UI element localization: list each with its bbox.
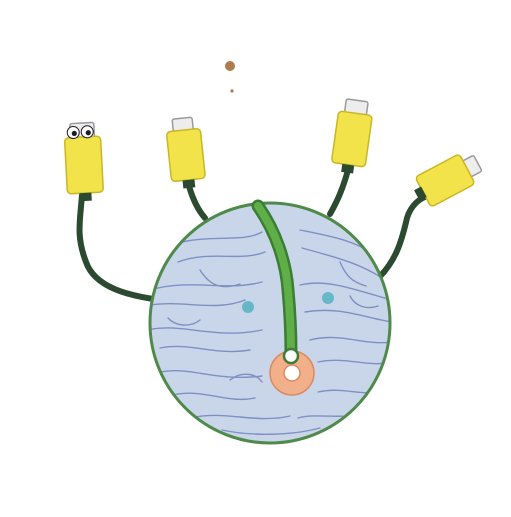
usb-plug-collar bbox=[182, 179, 196, 189]
cable-center-left bbox=[186, 183, 208, 221]
cable-ball bbox=[148, 201, 392, 445]
tangle-line bbox=[167, 317, 201, 326]
tangle-line bbox=[339, 261, 367, 287]
speck-small bbox=[230, 89, 234, 93]
usb-plug-body bbox=[166, 128, 206, 182]
tangle-line bbox=[159, 345, 251, 353]
right-eye bbox=[322, 292, 334, 304]
usb-plug-collar bbox=[414, 186, 427, 201]
tangle-line bbox=[221, 427, 321, 435]
mouth-ring-inner bbox=[283, 364, 301, 382]
green-cable-core bbox=[254, 202, 295, 358]
tangle-line bbox=[229, 373, 263, 383]
green-cable bbox=[251, 199, 298, 361]
green-cable-end bbox=[282, 347, 300, 365]
specks bbox=[225, 61, 235, 93]
tangle-line bbox=[171, 392, 256, 401]
tangle-line bbox=[349, 295, 379, 309]
usb-plug-body bbox=[331, 110, 373, 168]
tangle-line bbox=[309, 336, 390, 344]
left-eye bbox=[242, 301, 254, 313]
usb-plug-far-left bbox=[63, 121, 104, 202]
tangle-line bbox=[159, 369, 263, 379]
tangle-line bbox=[189, 414, 291, 420]
usb-plug-collar bbox=[341, 163, 355, 174]
tangle-line bbox=[150, 327, 263, 334]
usb-plug-center-right bbox=[331, 98, 373, 174]
speck-large bbox=[225, 61, 235, 71]
ball-body bbox=[150, 203, 390, 443]
cable-center-right bbox=[327, 167, 351, 217]
face-eyes bbox=[242, 292, 334, 313]
googly-eyes-icon bbox=[66, 125, 94, 140]
ball-outline bbox=[148, 201, 392, 445]
cable-far-left bbox=[76, 192, 163, 303]
usb-plug-collar bbox=[79, 192, 92, 202]
mouth-ring bbox=[269, 347, 315, 396]
usb-plug-center-left bbox=[166, 116, 206, 189]
tangle-line bbox=[299, 282, 390, 301]
tangle-line bbox=[199, 269, 241, 288]
tangle-line bbox=[177, 251, 266, 263]
tangle-line bbox=[150, 281, 263, 291]
tangle-line bbox=[150, 299, 246, 307]
usb-plug-far-right bbox=[414, 154, 483, 207]
tangle-line bbox=[304, 309, 390, 323]
usb-plug-body bbox=[63, 135, 104, 195]
